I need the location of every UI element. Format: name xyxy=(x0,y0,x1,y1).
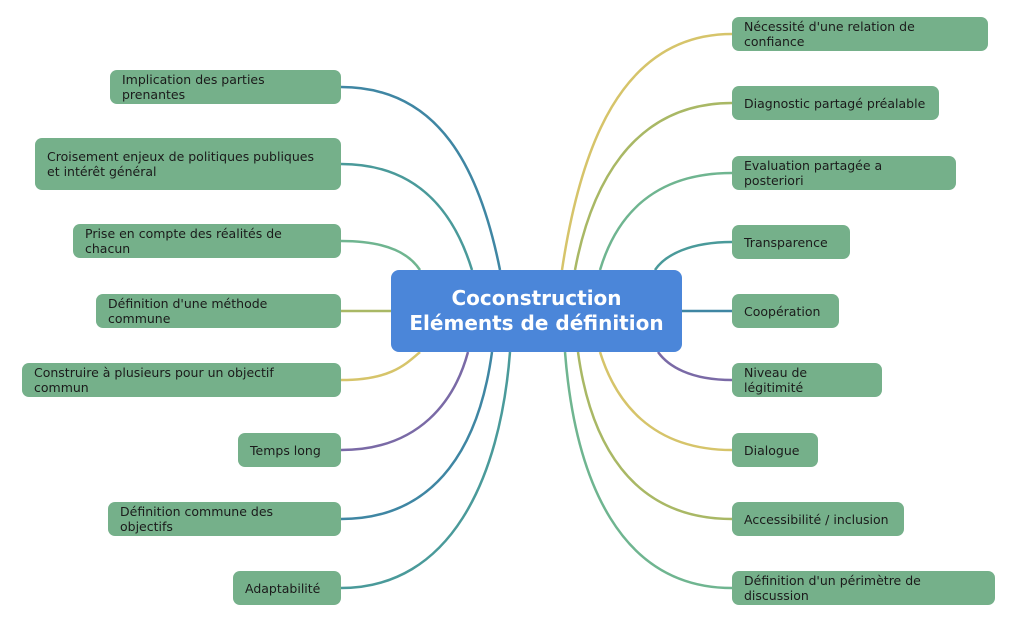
topic-transparence[interactable]: Transparence xyxy=(732,225,850,259)
topic-evaluation-partagee[interactable]: Evaluation partagée a posteriori xyxy=(732,156,956,190)
connector-right-1 xyxy=(573,101,733,271)
topic-label: Définition d'une méthode commune xyxy=(108,296,268,326)
topic-label: Définition d'un périmètre de discussion xyxy=(744,573,921,603)
connector-right-7 xyxy=(576,351,733,521)
topic-label: Adaptabilité xyxy=(245,580,321,596)
central-topic[interactable]: Coconstruction Eléments de définition xyxy=(391,270,682,352)
topic-label: Transparence xyxy=(744,234,828,250)
central-topic-line1: Coconstruction xyxy=(451,286,622,310)
topic-necessite-relation-confiance[interactable]: Nécessité d'une relation de confiance xyxy=(732,17,988,51)
topic-prise-en-compte-realites[interactable]: Prise en compte des réalités de chacun xyxy=(73,224,341,258)
connector-right-0 xyxy=(560,32,733,271)
topic-adaptabilite[interactable]: Adaptabilité xyxy=(233,571,341,605)
connector-left-6 xyxy=(340,351,494,521)
topic-definition-methode-commune[interactable]: Définition d'une méthode commune xyxy=(96,294,341,328)
topic-cooperation[interactable]: Coopération xyxy=(732,294,839,328)
topic-definition-perimetre-discussion[interactable]: Définition d'un périmètre de discussion xyxy=(732,571,995,605)
connector-left-0 xyxy=(340,85,502,271)
topic-label: Accessibilité / inclusion xyxy=(744,511,889,527)
topic-label: Diagnostic partagé préalable xyxy=(744,95,926,111)
topic-niveau-legitimite[interactable]: Niveau de légitimité xyxy=(732,363,882,397)
connector-left-1 xyxy=(340,162,474,271)
topic-definition-commune-objectifs[interactable]: Définition commune des objectifs xyxy=(108,502,341,536)
connector-right-6 xyxy=(598,351,733,452)
topic-dialogue[interactable]: Dialogue xyxy=(732,433,818,467)
topic-diagnostic-partage[interactable]: Diagnostic partagé préalable xyxy=(732,86,939,120)
connector-left-5 xyxy=(340,351,470,452)
connector-right-2 xyxy=(598,171,733,271)
topic-label: Coopération xyxy=(744,303,821,319)
topic-label: Nécessité d'une relation de confiance xyxy=(744,19,915,49)
connector-right-8 xyxy=(563,351,733,590)
topic-label: Croisement enjeux de politiques publique… xyxy=(47,149,314,179)
topic-label: Niveau de légitimité xyxy=(744,365,808,395)
connector-right-3 xyxy=(653,240,733,271)
topic-label: Dialogue xyxy=(744,442,800,458)
topic-construire-a-plusieurs[interactable]: Construire à plusieurs pour un objectif … xyxy=(22,363,341,397)
topic-label: Prise en compte des réalités de chacun xyxy=(85,226,282,256)
topic-label: Définition commune des objectifs xyxy=(120,504,274,534)
topic-croisement-enjeux[interactable]: Croisement enjeux de politiques publique… xyxy=(35,138,341,190)
topic-label: Temps long xyxy=(250,442,321,458)
topic-label: Construire à plusieurs pour un objectif … xyxy=(34,365,274,395)
topic-accessibilite-inclusion[interactable]: Accessibilité / inclusion xyxy=(732,502,904,536)
topic-label: Implication des parties prenantes xyxy=(122,72,265,102)
topic-implication-parties-prenantes[interactable]: Implication des parties prenantes xyxy=(110,70,341,104)
central-topic-line2: Eléments de définition xyxy=(409,311,664,335)
topic-label: Evaluation partagée a posteriori xyxy=(744,158,883,188)
connector-left-2 xyxy=(340,239,422,271)
topic-temps-long[interactable]: Temps long xyxy=(238,433,341,467)
connector-right-5 xyxy=(656,351,733,382)
connector-left-4 xyxy=(340,351,421,382)
connector-left-7 xyxy=(340,351,512,590)
